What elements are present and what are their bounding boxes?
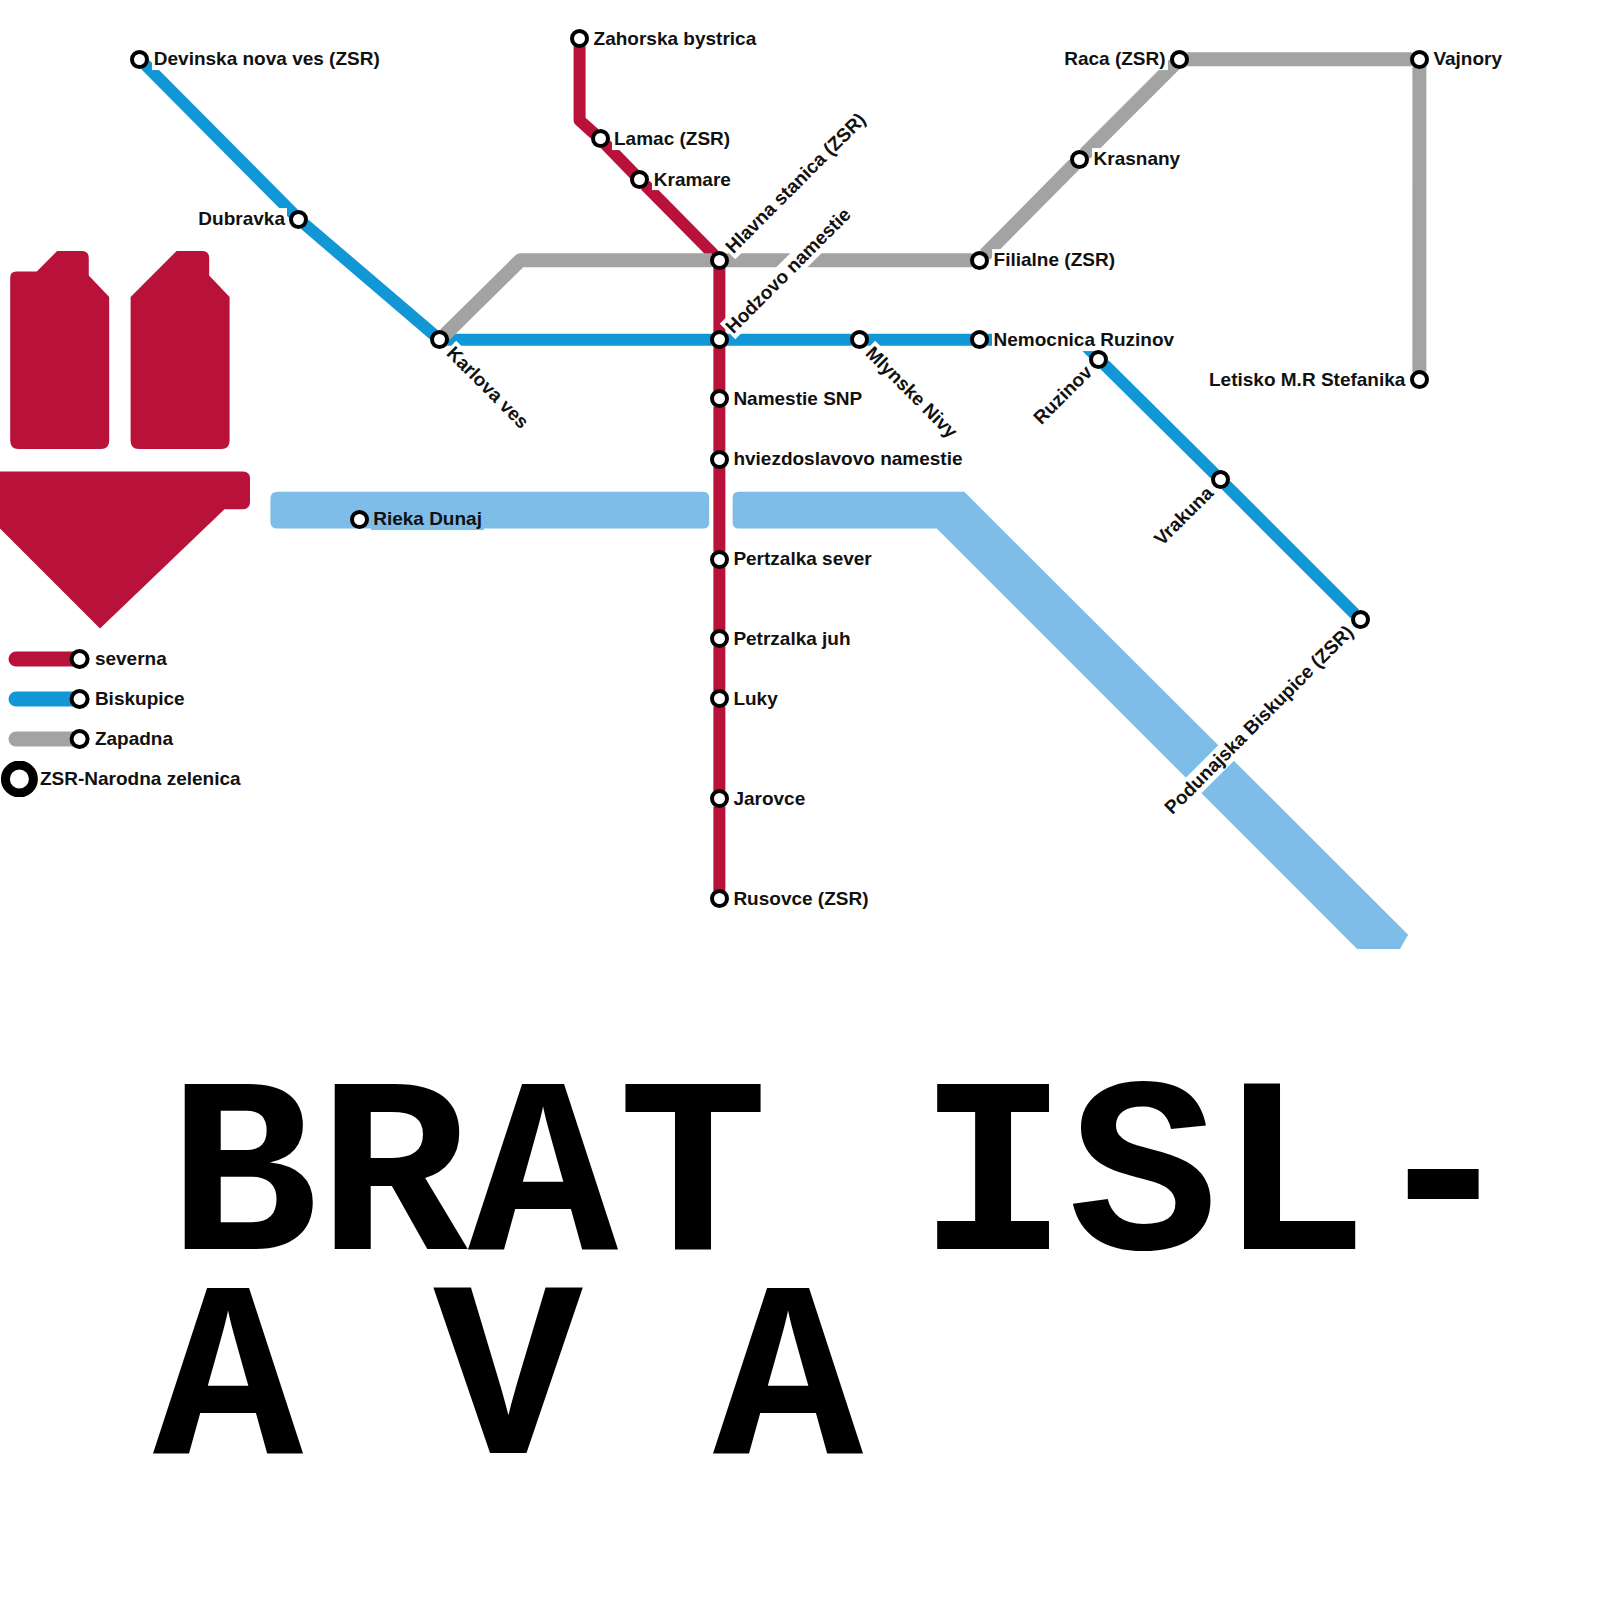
station-ring: Nemocnica Ruzinov [970, 330, 989, 349]
station-ring: Devinska nova ves (ZSR) [130, 50, 149, 69]
station-ring: Zahorska bystrica [570, 29, 589, 48]
station-ring: Raca (ZSR) [1170, 50, 1189, 69]
metro-line [445, 260, 712, 334]
station-label: Raca (ZSR) [1062, 48, 1167, 70]
legend-row: Biskupice [0, 681, 300, 717]
station-ring: Namestie SNP [710, 389, 729, 408]
station-ring: Krasnany [1070, 150, 1089, 169]
metro-line [1412, 67, 1426, 372]
station-ring: Vajnory [1410, 50, 1429, 69]
station-label: Hlavna stanica (ZSR) [720, 108, 872, 260]
station-ring: Vrakuna [1211, 470, 1230, 489]
station-ring: Podunajska Biskupice (ZSR) [1351, 610, 1370, 629]
city-lettering: AVA [153, 1262, 993, 1512]
legend-station-sample [72, 731, 88, 747]
metro-line [727, 253, 972, 267]
metro-line [645, 185, 714, 255]
station-label: Petrzalka juh [731, 628, 852, 650]
metro-line [713, 467, 725, 552]
legend-station-sample [72, 651, 88, 667]
station-label: Filialne (ZSR) [992, 249, 1117, 271]
station-ring: Rusovce (ZSR) [710, 889, 729, 908]
station-label: Kramare [652, 169, 733, 191]
station-label: Mlynske Nivy [860, 341, 963, 444]
legend-row: Zapadna [0, 721, 300, 757]
legend-swatch [0, 641, 96, 677]
metro-line [447, 334, 712, 346]
castle-logo [10, 251, 109, 449]
station-ring: hviezdoslavovo namestie [710, 450, 729, 469]
station-ring: Mlynske Nivy [850, 330, 869, 349]
station-label: Vajnory [1431, 48, 1504, 70]
metro-line [580, 46, 595, 133]
station-label: Vrakuna [1149, 480, 1220, 551]
legend-rail-station-sample [5, 765, 33, 793]
station-ring: Letisko M.R Stefanika [1410, 370, 1429, 389]
metro-line [713, 406, 725, 451]
metro-line [1187, 52, 1412, 66]
station-ring: Hlavna stanica (ZSR) [710, 251, 729, 270]
legend-row: ZSR-Narodna zelenica [0, 761, 300, 797]
station-ring: Jarovce [710, 789, 729, 808]
metro-line [1085, 64, 1174, 153]
station-label: Devinska nova ves (ZSR) [152, 48, 382, 70]
station-label: hviezdoslavovo namestie [731, 448, 964, 470]
metro-line [305, 224, 434, 335]
metro-line [985, 165, 1074, 255]
legend-station-sample [72, 691, 88, 707]
station-ring: Luky [710, 689, 729, 708]
station-ring: Pertzalka sever [710, 550, 729, 569]
legend-swatch [0, 681, 96, 717]
station-ring: Petrzalka juh [710, 629, 729, 648]
station-label: Nemocnica Ruzinov [992, 329, 1177, 351]
metro-line [867, 334, 972, 346]
station-label: Rieka Dunaj [371, 508, 484, 530]
legend-text: severna [95, 648, 167, 670]
station-label: Rusovce (ZSR) [731, 888, 870, 910]
station-ring: Rieka Dunaj [350, 510, 369, 529]
station-ring: Filialne (ZSR) [970, 251, 989, 270]
station-label: Letisko M.R Stefanika [1207, 369, 1407, 391]
metro-line [713, 567, 725, 632]
metro-line [1104, 364, 1215, 474]
station-label: Ruzinov [1028, 360, 1099, 431]
legend-swatch [0, 721, 96, 757]
metro-line [727, 334, 852, 346]
castle-logo [0, 471, 250, 628]
station-label: Karlova ves [441, 341, 535, 435]
metro-line [713, 347, 725, 391]
legend-text: Zapadna [95, 728, 173, 750]
station-label: Jarovce [731, 788, 807, 810]
legend-row: severna [0, 641, 300, 677]
station-label: Namestie SNP [731, 388, 864, 410]
station-ring: Lamac (ZSR) [591, 129, 610, 148]
station-ring: Hodzovo namestie [710, 330, 729, 349]
legend-text: ZSR-Narodna zelenica [40, 768, 241, 790]
metro-line [713, 806, 725, 891]
station-ring: Karlova ves [430, 330, 449, 349]
metro-line [713, 706, 725, 791]
station-label: Krasnany [1092, 148, 1183, 170]
station-label: Luky [731, 688, 779, 710]
metro-line [145, 64, 294, 214]
castle-logo [131, 251, 230, 449]
station-label: Dubravka [196, 208, 287, 230]
station-label: Zahorska bystrica [592, 28, 759, 50]
station-label: Lamac (ZSR) [612, 128, 732, 150]
legend-text: Biskupice [95, 688, 185, 710]
danube-river [270, 492, 709, 529]
metro-line [713, 646, 725, 691]
station-label: Pertzalka sever [731, 548, 873, 570]
metro-line [1226, 485, 1355, 614]
